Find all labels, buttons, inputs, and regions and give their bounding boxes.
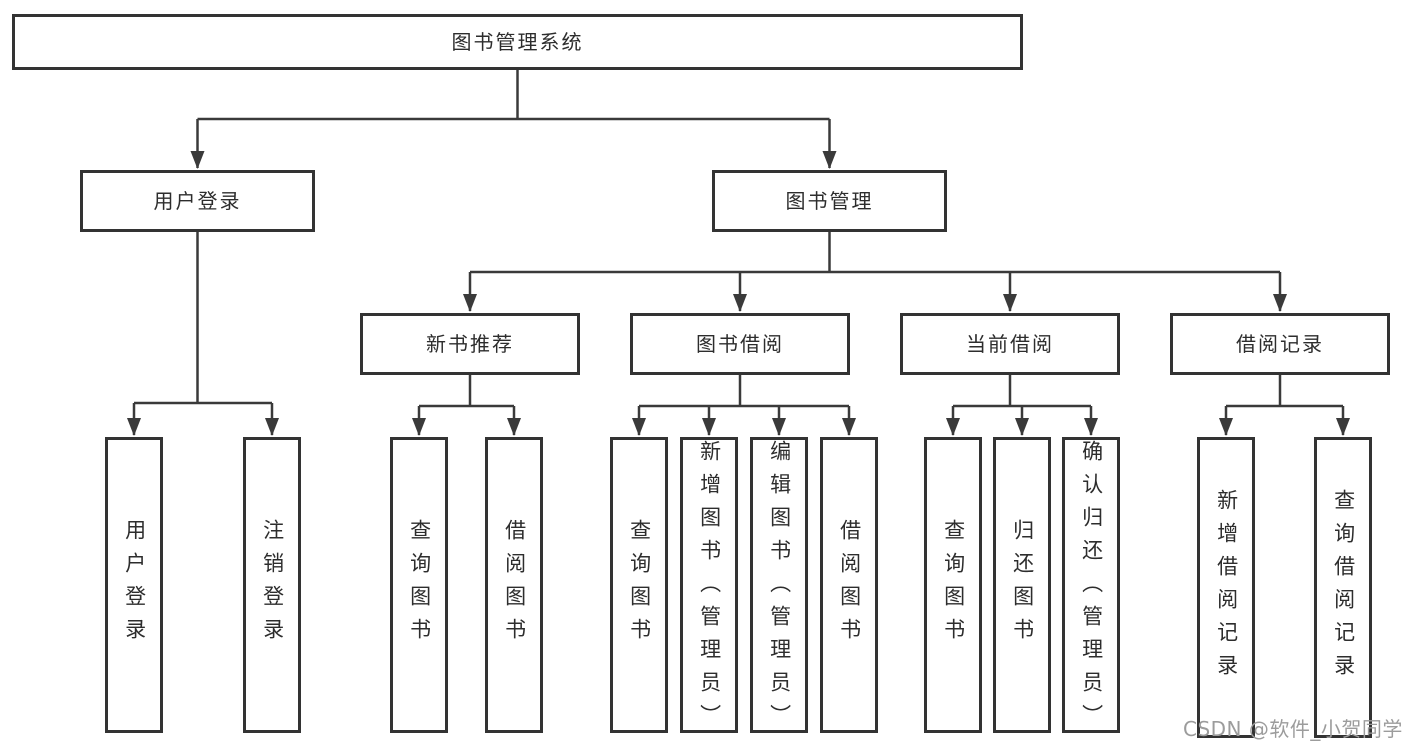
node-library-management-system: 图书管理系统 (12, 14, 1023, 70)
node-current-borrowing: 当前借阅 (900, 313, 1120, 375)
node-book-borrowing: 图书借阅 (630, 313, 850, 375)
leaf-records-query-record: 查询借阅记录 (1314, 437, 1372, 738)
leaf-borrowing-edit-books-admin: 编辑图书（管理员） (750, 437, 808, 737)
leaf-current-return-books: 归还图书 (993, 437, 1051, 733)
leaf-user-login: 用户登录 (105, 437, 163, 733)
node-book-management: 图书管理 (712, 170, 947, 232)
leaf-newbook-borrow-books: 借阅图书 (485, 437, 543, 733)
leaf-newbook-query-books: 查询图书 (390, 437, 448, 733)
node-user-login: 用户登录 (80, 170, 315, 232)
leaf-logout: 注销登录 (243, 437, 301, 733)
node-borrowing-records: 借阅记录 (1170, 313, 1390, 375)
node-new-book-recommend: 新书推荐 (360, 313, 580, 375)
leaf-borrowing-borrow-books: 借阅图书 (820, 437, 878, 733)
leaf-borrowing-query-books: 查询图书 (610, 437, 668, 733)
leaf-records-add-record: 新增借阅记录 (1197, 437, 1255, 738)
csdn-watermark: CSDN @软件_小贺同学 (1183, 717, 1403, 741)
leaf-current-confirm-return-admin: 确认归还（管理员） (1062, 437, 1120, 737)
leaf-borrowing-add-books-admin: 新增图书（管理员） (680, 437, 738, 737)
leaf-current-query-books: 查询图书 (924, 437, 982, 733)
